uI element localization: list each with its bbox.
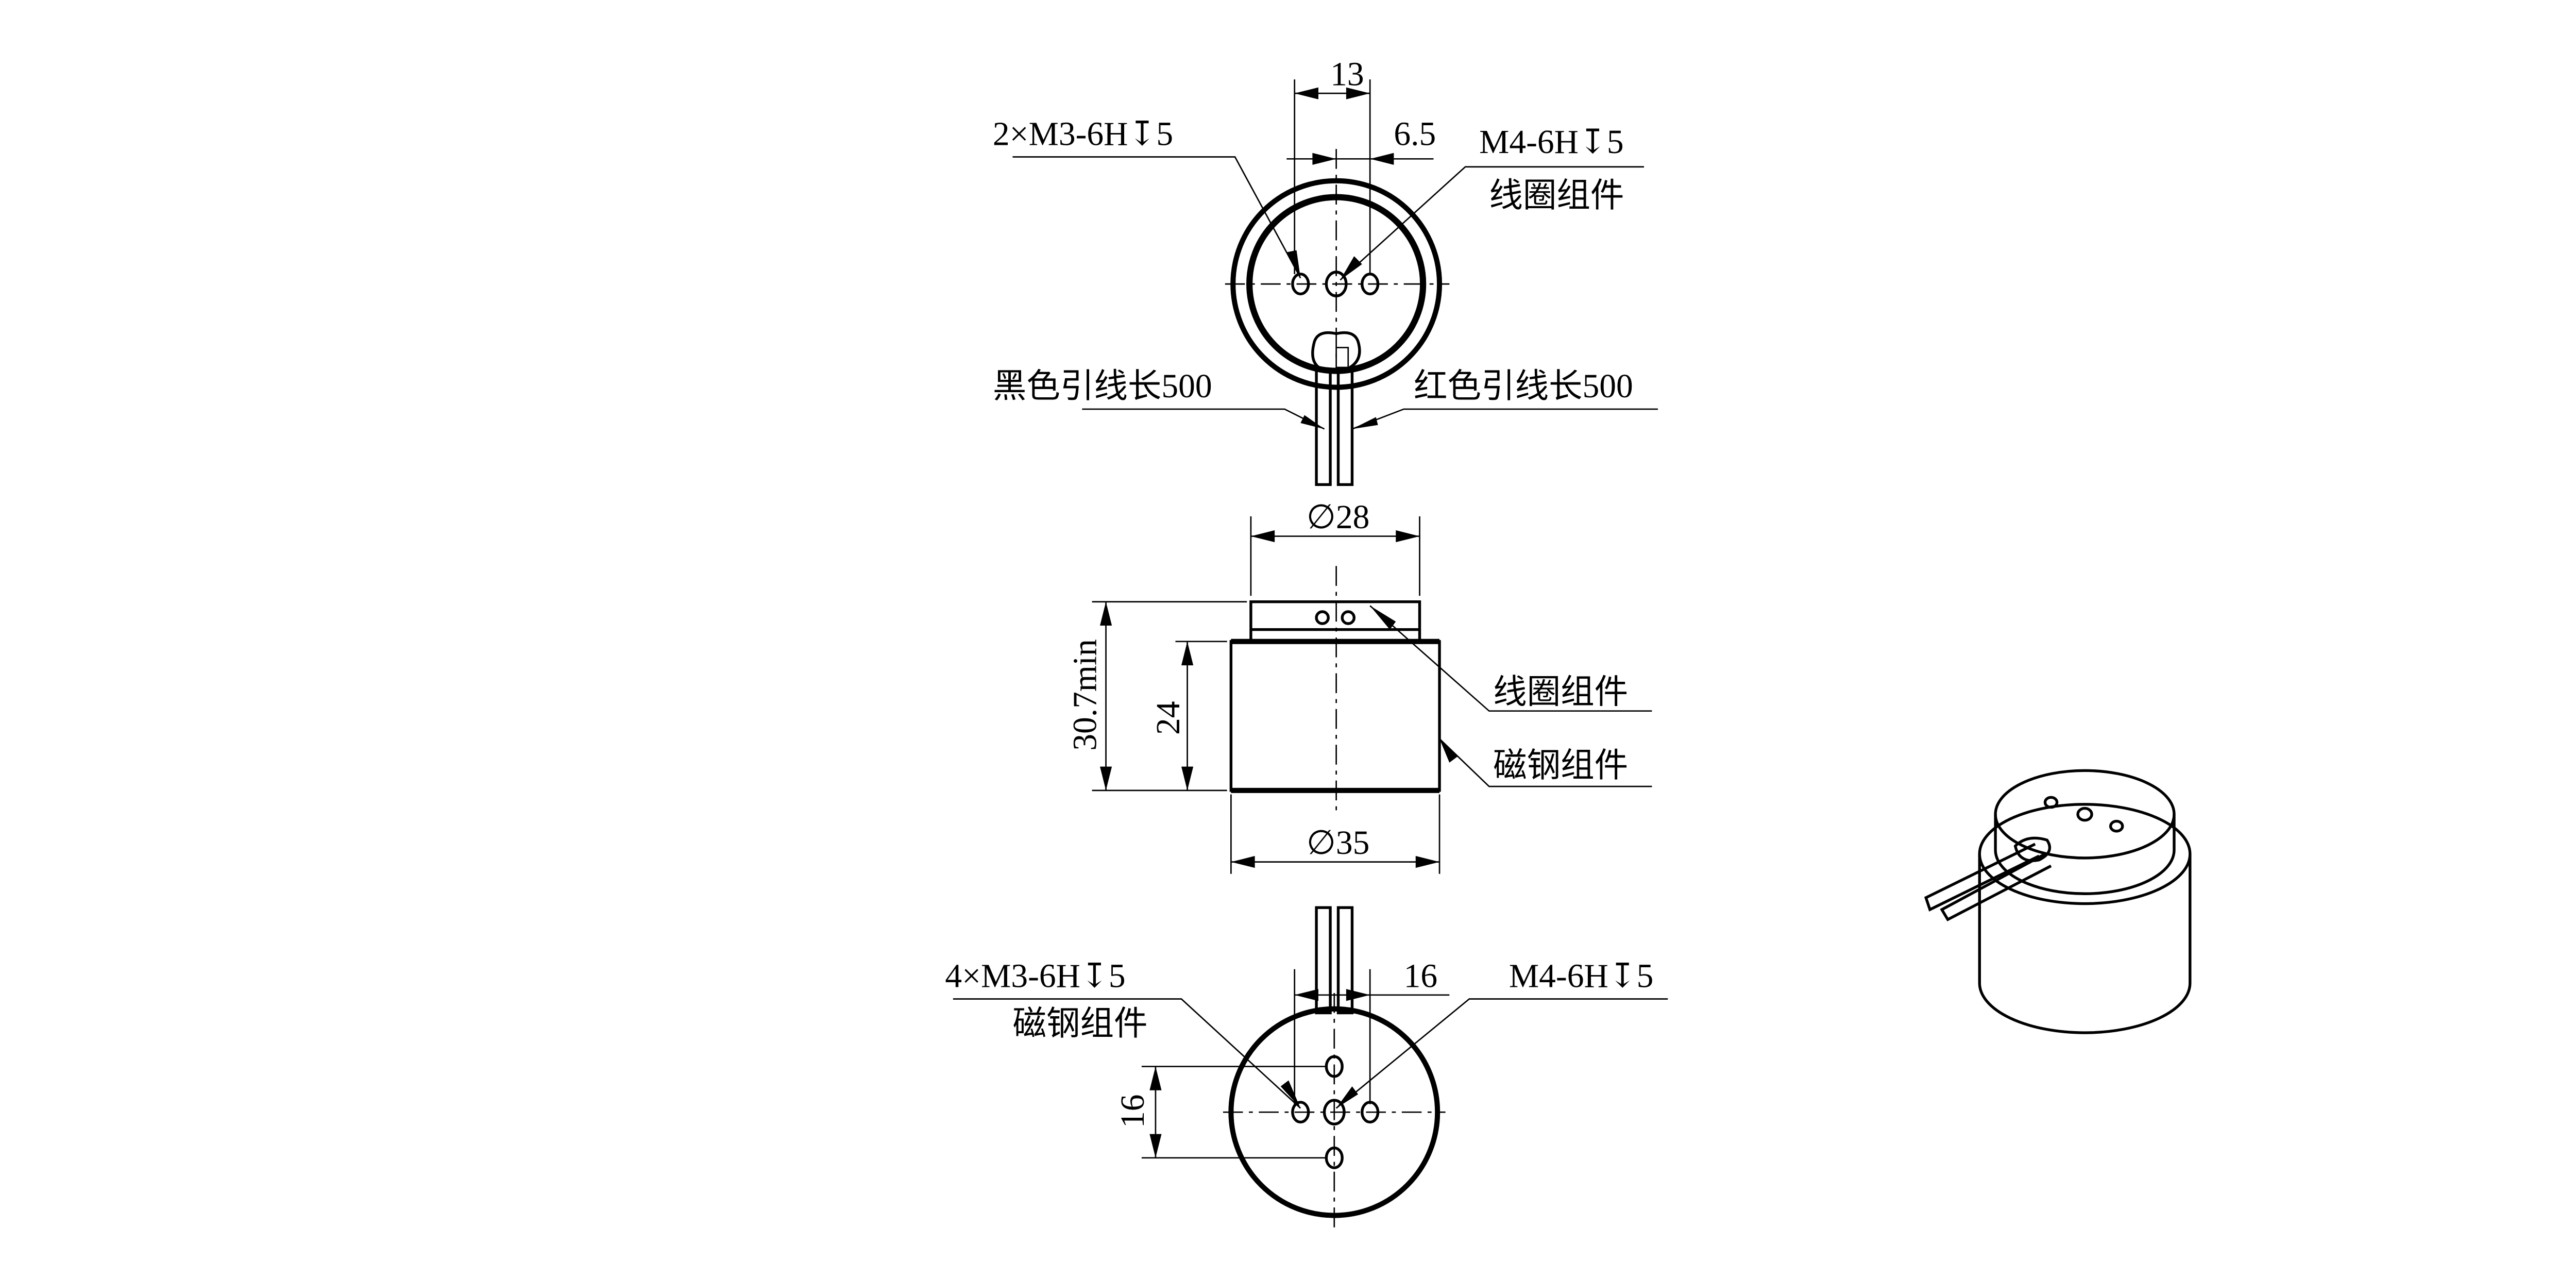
hole-visible bbox=[1315, 610, 1330, 625]
dim-vertical: 16 bbox=[1114, 1095, 1151, 1129]
arrowhead bbox=[1181, 766, 1194, 791]
hole-visible bbox=[1341, 610, 1356, 625]
label-coil-assembly: 线圈组件 bbox=[1489, 177, 1624, 214]
leader-line bbox=[1351, 408, 1658, 430]
dim-offset: 6.5 bbox=[1394, 115, 1436, 153]
arrowhead bbox=[1415, 856, 1440, 868]
arrowhead bbox=[1346, 87, 1370, 99]
arrowhead bbox=[1286, 250, 1301, 278]
label-m3-holes: 2×M3-6H↧5 bbox=[993, 115, 1173, 153]
bottom-view: 16 16 4×M3-6H↧5 磁钢组件 M4-6H↧5 bbox=[945, 906, 1668, 1232]
coil-top-face bbox=[1994, 769, 2176, 860]
lead-clip bbox=[1335, 347, 1349, 368]
dim-total-height: 30.7min bbox=[1066, 639, 1104, 751]
m3-hole bbox=[1291, 273, 1310, 296]
arrowhead bbox=[1340, 256, 1362, 280]
arrowhead bbox=[1439, 738, 1458, 763]
arrowhead bbox=[1346, 989, 1370, 1001]
coil-cylinder-body bbox=[1994, 814, 2176, 895]
side-view: ∅28 ∅35 30.7min 24 线圈组件 磁钢组件 bbox=[1066, 499, 1652, 874]
dim-magnet-diameter: ∅35 bbox=[1307, 825, 1370, 862]
top-view: 13 6.5 2×M3-6H↧5 M4-6H↧5 线圈组件 黑色引线长500 红… bbox=[993, 56, 1658, 486]
label-m3-holes-bottom: 4×M3-6H↧5 bbox=[945, 957, 1125, 995]
arrowhead bbox=[1370, 153, 1394, 165]
arrowhead bbox=[1300, 415, 1325, 429]
magnet-assembly-body bbox=[1229, 640, 1441, 792]
magnet-cylinder-body bbox=[1978, 854, 2192, 1034]
leader-line bbox=[1335, 998, 1668, 1109]
lead-wire bbox=[1940, 852, 2052, 921]
arrowhead bbox=[1250, 530, 1275, 543]
leader-line bbox=[1439, 738, 1652, 787]
arrowhead bbox=[1312, 153, 1336, 165]
leader-line bbox=[1082, 408, 1325, 430]
label-magnet-assembly-bottom: 磁钢组件 bbox=[1012, 1005, 1147, 1042]
arrowhead bbox=[1149, 1134, 1162, 1158]
hole bbox=[2109, 819, 2124, 833]
dim-horizontal: 16 bbox=[1404, 957, 1438, 995]
arrowhead bbox=[1231, 856, 1255, 868]
arrowhead bbox=[1100, 766, 1112, 791]
arrowhead bbox=[1280, 1080, 1301, 1108]
m3-hole bbox=[1291, 1101, 1310, 1124]
label-magnet-assembly-side: 磁钢组件 bbox=[1493, 747, 1628, 784]
dim-magnet-height: 24 bbox=[1150, 701, 1187, 735]
hole bbox=[2043, 796, 2059, 809]
isometric-view bbox=[1924, 769, 2192, 1034]
arrowhead bbox=[1294, 87, 1318, 99]
lead-wire bbox=[1315, 906, 1332, 1015]
label-black-lead: 黑色引线长500 bbox=[993, 368, 1212, 405]
arrowhead bbox=[1370, 606, 1396, 630]
hole bbox=[2076, 806, 2093, 822]
arrowhead bbox=[1294, 989, 1318, 1001]
label-coil-assembly-side: 线圈组件 bbox=[1493, 674, 1628, 711]
arrowhead bbox=[1181, 641, 1194, 666]
lead-slot bbox=[2013, 836, 2052, 862]
lead-wire bbox=[1924, 843, 2040, 912]
arrowhead bbox=[1336, 1086, 1359, 1108]
dim-coil-diameter: ∅28 bbox=[1307, 499, 1370, 536]
arrowhead bbox=[1100, 601, 1112, 626]
label-m4-hole: M4-6H↧5 bbox=[1479, 124, 1623, 161]
arrowhead bbox=[1149, 1066, 1162, 1090]
m4-hole bbox=[1323, 1099, 1346, 1125]
leader-line bbox=[1369, 605, 1652, 712]
leader-line bbox=[953, 998, 1301, 1109]
magnet-top-rim bbox=[1978, 803, 2192, 905]
lead-wire bbox=[1336, 906, 1354, 1015]
dim-hole-spacing: 13 bbox=[1330, 56, 1364, 93]
red-lead-wire bbox=[1336, 368, 1354, 486]
arrowhead bbox=[1396, 530, 1420, 543]
label-red-lead: 红色引线长500 bbox=[1414, 368, 1633, 405]
arrowhead bbox=[1352, 417, 1378, 429]
m4-hole bbox=[1325, 271, 1348, 297]
leader-line bbox=[1340, 166, 1644, 281]
lead-exit-slot bbox=[1311, 331, 1361, 371]
leader-line bbox=[1012, 156, 1301, 279]
label-m4-hole-bottom: M4-6H↧5 bbox=[1509, 957, 1654, 995]
